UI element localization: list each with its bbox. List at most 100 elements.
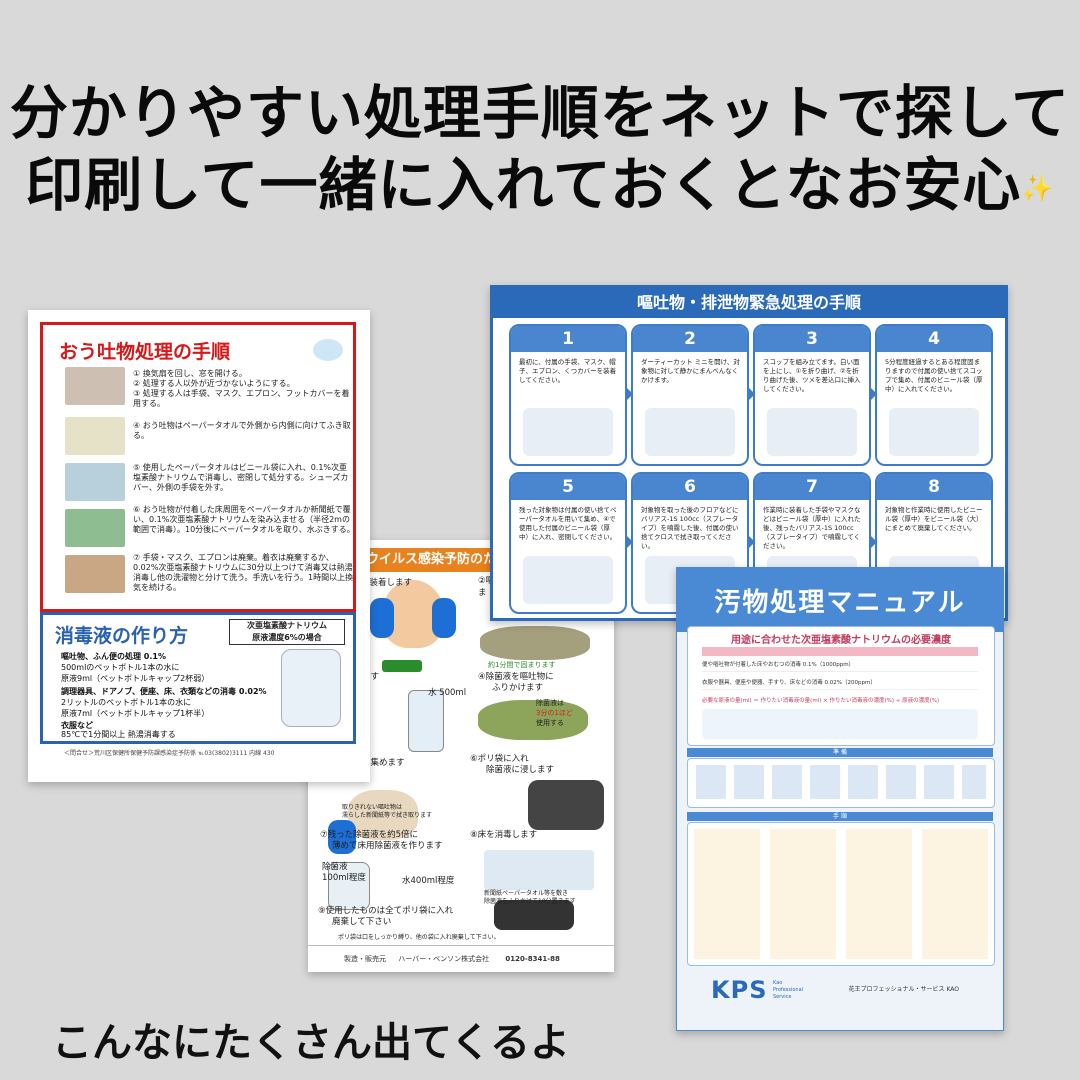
flyer-a-title: おう吐物処理の手順 bbox=[59, 341, 231, 363]
step-number: 6 bbox=[633, 474, 747, 500]
recipe-line: 85℃で1分間以上 熱湯消毒する bbox=[61, 730, 176, 739]
arrow-right-icon bbox=[625, 534, 633, 550]
step-text: 濡らした新聞紙等で拭き取ります bbox=[342, 812, 433, 819]
prep-items bbox=[687, 758, 995, 808]
step-text: 3分の1ほど bbox=[536, 709, 573, 717]
step-1-3: ① 換気扇を回し、窓を開ける。 ② 処理する人以外が近づかないようにする。 ③ … bbox=[133, 369, 350, 408]
step-illustration bbox=[645, 408, 735, 456]
step-number: 3 bbox=[755, 326, 869, 352]
supply-icons bbox=[696, 765, 986, 799]
step-text: 100ml程度 bbox=[322, 873, 366, 883]
procedure-grid bbox=[687, 822, 995, 966]
table-header bbox=[702, 647, 978, 656]
step-text: ダーティーカット ミニを開け、対象物に対して静かにまんべんなくかけます。 bbox=[641, 358, 740, 384]
step-text: ⑥ポリ袋に入れ bbox=[470, 754, 529, 764]
section-steps: 手 順 bbox=[687, 812, 993, 821]
recipe-line: 嘔吐物、ふん便の処理 0.1% bbox=[61, 652, 166, 661]
table-row: 便や嘔吐物が付着した床やおむつの消毒 0.1%（1000ppm） bbox=[702, 659, 978, 672]
step-text: 対象物と作業時に使用したビニール袋（厚中）をビニール袋（大）にまとめて廃棄してく… bbox=[885, 506, 983, 532]
garbage-bag-illustration bbox=[494, 900, 574, 930]
glove-illustration bbox=[432, 598, 456, 638]
photo-floor bbox=[65, 509, 125, 547]
step-text: ポリ袋は口をしっかり縛り、他の袋に入れ廃棄して下さい。 bbox=[338, 934, 500, 941]
flyer-a-footer: ＜問合せ＞荒川区保健所保健予防課感染症予防係 ℡03(3802)3111 内線 … bbox=[64, 750, 275, 757]
manual-header bbox=[677, 568, 1003, 632]
footer-maker-label: 製造・販売元 bbox=[344, 955, 386, 963]
vomit-illustration bbox=[480, 626, 590, 660]
example-box bbox=[702, 709, 978, 739]
step-text: 使用する bbox=[536, 719, 564, 727]
virus-icon bbox=[313, 339, 343, 361]
step-text: 水400ml程度 bbox=[402, 876, 455, 886]
step-text: 残った対象物は付属の使い捨てペーパータオルを用いて集め、④で使用した付属のビニー… bbox=[519, 506, 617, 541]
step-text: ⑨使用したものは全てポリ袋に入れ bbox=[318, 906, 454, 916]
gloves-label-box bbox=[382, 660, 422, 672]
recipe-line: 原液7ml（ペットボトルキャップ1杯半） bbox=[61, 709, 210, 718]
step-text: 除菌液は bbox=[536, 699, 564, 707]
caption: こんなにたくさん出てくるよ bbox=[52, 1020, 570, 1066]
arrow-right-icon bbox=[869, 386, 877, 402]
paper-towel-illustration bbox=[348, 790, 418, 840]
manual-title: 汚物処理マニュアル bbox=[714, 588, 966, 618]
step-number: 7 bbox=[755, 474, 869, 500]
step-text: 約1分間で固まります bbox=[488, 661, 556, 669]
sparkle-icon: ✨ bbox=[1021, 173, 1055, 204]
step-text: 最初に、付属の手袋、マスク、帽子、エプロン、くつカバーを装着してください。 bbox=[519, 358, 617, 384]
recipe-line: 衣服など bbox=[61, 721, 93, 730]
headline-line-2-text: 印刷して一緒に入れておくとなお安心 bbox=[25, 151, 1022, 219]
kps-logo-subtext: Kao Professional Service bbox=[773, 980, 804, 1000]
step-illustration bbox=[523, 408, 613, 456]
headline-line-2: 印刷して一緒に入れておくとなお安心✨ bbox=[0, 138, 1080, 222]
arrow-right-icon bbox=[869, 534, 877, 550]
footer-tel: 0120-8341-88 bbox=[505, 955, 560, 963]
step-text: ま bbox=[478, 588, 487, 598]
flyer-vomit-procedure: おう吐物処理の手順 ① 換気扇を回し、窓を開ける。 ② 処理する人以外が近づかな… bbox=[28, 310, 370, 782]
bottle-icon bbox=[281, 649, 341, 727]
kps-logo: KPS bbox=[711, 976, 768, 1004]
procedure-frame: おう吐物処理の手順 ① 換気扇を回し、窓を開ける。 ② 処理する人以外が近づかな… bbox=[40, 322, 356, 612]
step-6: ⑥ おう吐物が付着した床周囲をペーパータオルか新聞紙で覆い、0.1%次亜塩素酸ナ… bbox=[133, 505, 355, 534]
flyer-c-footer: 製造・販売元 ハーバー・ベンソン株式会社 0120-8341-88 bbox=[308, 945, 614, 972]
step-text: 5分程度経過するとある程度固まりますので付属の使い捨てスコップで集め、付属のビニ… bbox=[885, 358, 983, 393]
glove-illustration bbox=[328, 820, 356, 854]
plastic-bag-illustration bbox=[528, 780, 604, 830]
step-text: 取りきれない嘔吐物は bbox=[342, 804, 403, 811]
recipe-line: 調理器具、ドアノブ、便座、床、衣類などの消毒 0.02% bbox=[61, 687, 267, 696]
kao-logo: 花王プロフェッショナル・サービス KAO bbox=[848, 986, 959, 993]
section-prep: 準 備 bbox=[687, 748, 993, 757]
step-text: 廃棄して下さい bbox=[332, 917, 392, 927]
flyer-b-title: 嘔吐物・排泄物緊急処理の手順 bbox=[493, 288, 1005, 318]
step-illustration bbox=[767, 408, 857, 456]
step-5: ⑤ 使用したペーパータオルはビニール袋に入れ、0.1%次亜塩素酸ナトリウムで消毒… bbox=[133, 463, 349, 492]
step-text: 新聞紙ペーパータオル等を敷き bbox=[484, 890, 568, 897]
photo-person bbox=[65, 367, 125, 405]
panel-title: 用途に合わせた次亜塩素酸ナトリウムの必要濃度 bbox=[731, 635, 951, 646]
floor-illustration bbox=[484, 850, 594, 890]
recipe-line: 2リットルのペットボトル1本の水に bbox=[61, 698, 192, 707]
recipe-line: 原液9ml（ペットボトルキャップ2杯弱） bbox=[61, 674, 210, 683]
step-text: ふりかけます bbox=[492, 683, 544, 693]
recipe-tag: 次亜塩素酸ナトリウム 原液濃度6%の場合 bbox=[229, 619, 345, 645]
headline-line-1: 分かりやすい処理手順をネットで探して bbox=[9, 79, 1071, 147]
step-7: ⑦ 手袋・マスク、エプロンは廃棄。着衣は廃棄するか、0.02%次亜塩素酸ナトリウ… bbox=[133, 553, 354, 592]
step-number: 8 bbox=[877, 474, 991, 500]
step-text: 薄めて床用除菌液を作ります bbox=[332, 841, 443, 851]
step-4: ④ おう吐物はペーパータオルで外側から内側に向けてふき取る。 bbox=[133, 421, 351, 440]
formula: 必要な原液の量(ml) ＝ 作りたい消毒液の量(ml) × 作りたい消毒液の濃度… bbox=[702, 698, 940, 704]
step-illustration bbox=[889, 408, 979, 456]
step-text: 手袋を装着します bbox=[344, 578, 413, 588]
step-number: 2 bbox=[633, 326, 747, 352]
step-number: 4 bbox=[877, 326, 991, 352]
step-illustrations bbox=[694, 829, 988, 959]
step-text: スコップを組み立てます。白い面を上にし、①を折り曲げ、②を折り曲げた後、ツメを差… bbox=[763, 358, 861, 393]
step-illustration bbox=[523, 556, 613, 604]
concentration-panel: 用途に合わせた次亜塩素酸ナトリウムの必要濃度 便や嘔吐物が付着した床やおむつの消… bbox=[687, 626, 995, 746]
photo-bag bbox=[65, 463, 125, 501]
measuring-cup-illustration bbox=[328, 862, 370, 910]
arrow-right-icon bbox=[747, 534, 755, 550]
vomit-spray-illustration bbox=[478, 700, 588, 740]
step-text: ⑦残った除菌液を約5倍に bbox=[320, 830, 419, 840]
disinfectant-recipe-box: 消毒液の作り方 次亜塩素酸ナトリウム 原液濃度6%の場合 嘔吐物、ふん便の処理 … bbox=[40, 612, 356, 744]
arrow-right-icon bbox=[625, 386, 633, 402]
